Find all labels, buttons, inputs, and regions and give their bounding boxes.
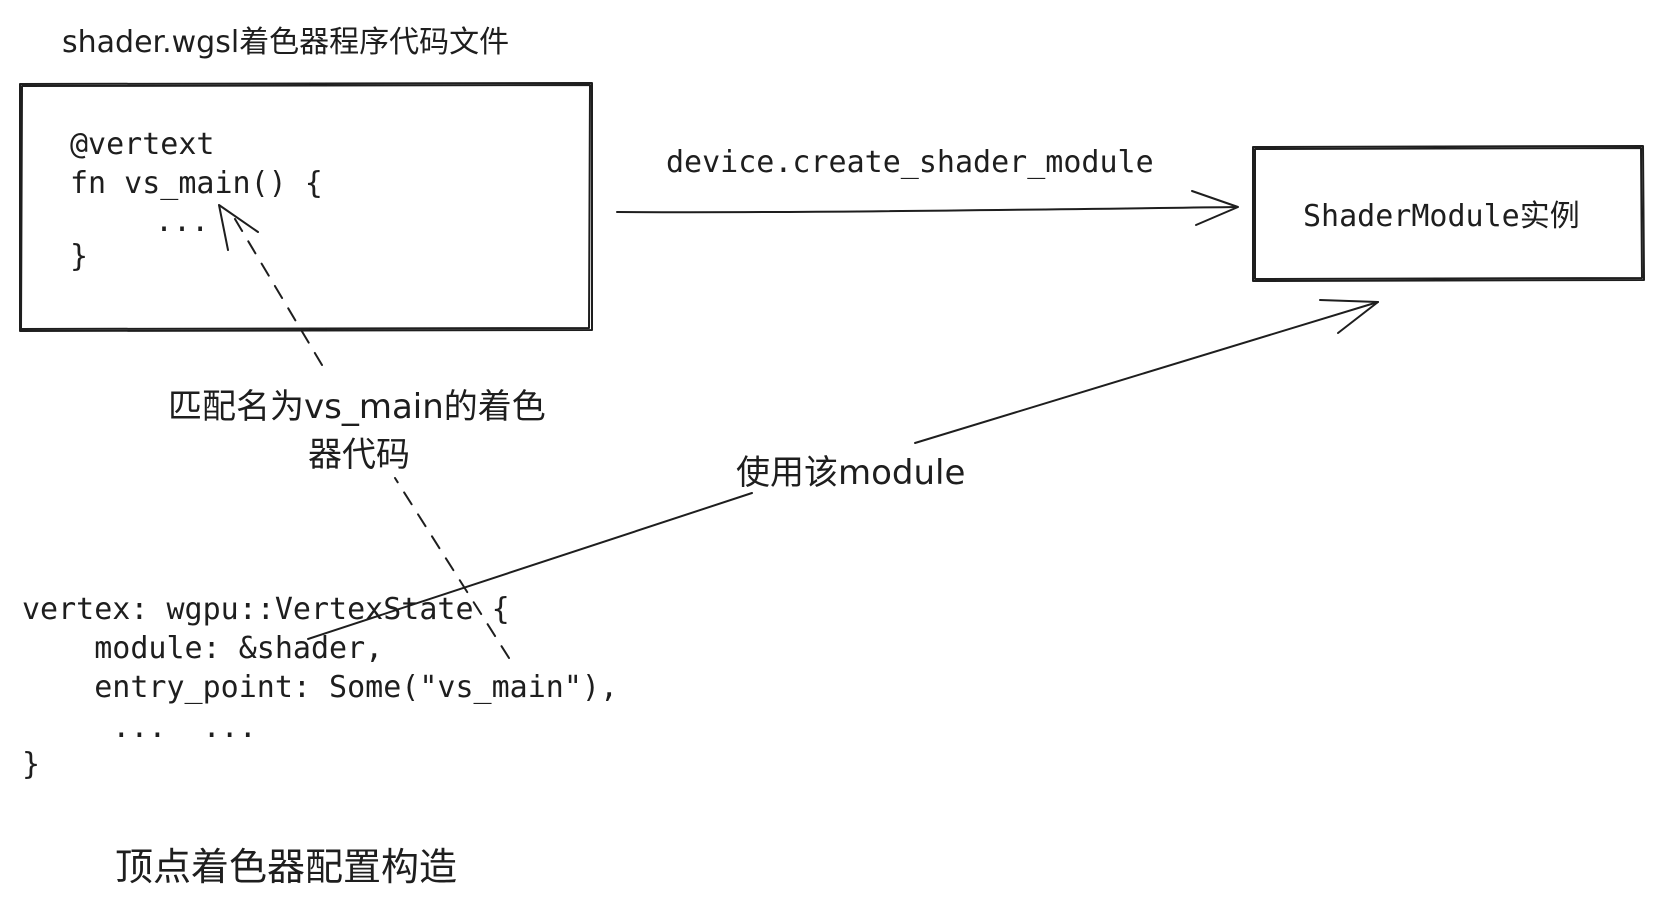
- match-label-line-2: 器代码: [308, 435, 410, 475]
- vertex-code-line-3: entry_point: Some("vs_main"),: [22, 670, 618, 705]
- vertex-code-line-4: ... ...: [22, 710, 257, 745]
- shader-file-caption: shader.wgsl着色器程序代码文件: [62, 25, 509, 60]
- use-module-label: 使用该module: [736, 453, 965, 493]
- use-module-arrow: [307, 299, 1379, 640]
- shader-code-line-1: @vertext: [70, 127, 215, 162]
- shader-module-box-label: ShaderModule实例: [1303, 199, 1580, 234]
- create-module-arrow: [616, 190, 1239, 226]
- shader-code-line-4: }: [70, 239, 88, 274]
- vertex-caption: 顶点着色器配置构造: [115, 845, 457, 889]
- shader-code: @vertext fn vs_main() { ... }: [70, 127, 323, 274]
- vertex-code-line-1: vertex: wgpu::VertexState {: [22, 592, 510, 627]
- shader-code-line-3: ...: [155, 204, 209, 239]
- vertex-code-line-5: }: [22, 747, 40, 782]
- shader-module-box: [1252, 145, 1645, 282]
- match-label-line-1: 匹配名为vs_main的着色: [168, 387, 546, 427]
- create-module-label: device.create_shader_module: [666, 145, 1154, 180]
- shader-file-box: [19, 82, 593, 332]
- vertex-code-line-2: module: &shader,: [22, 631, 383, 666]
- vertex-state-code: vertex: wgpu::VertexState { module: &sha…: [22, 592, 618, 782]
- shader-code-line-2: fn vs_main() {: [70, 166, 323, 201]
- match-entry-arrow: [218, 204, 510, 659]
